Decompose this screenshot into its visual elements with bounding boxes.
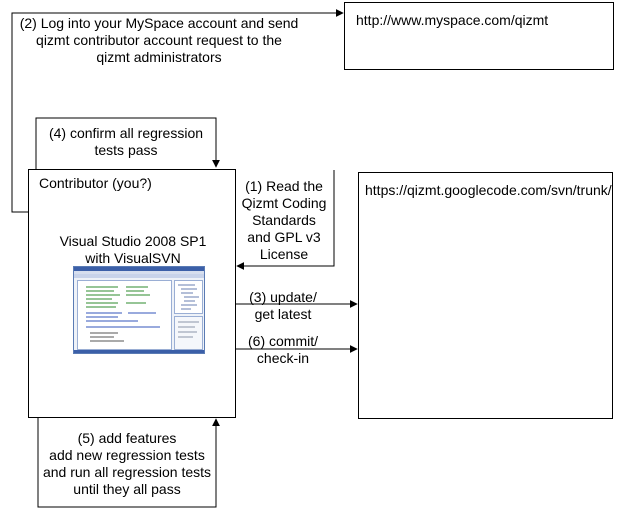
- svn-url[interactable]: https://qizmt.googlecode.com/svn/trunk/: [365, 182, 612, 198]
- myspace-url[interactable]: http://www.myspace.com/qizmt: [356, 12, 549, 28]
- step1-label: (1) Read the Qizmt Coding Standards and …: [241, 178, 327, 262]
- properties-lines-icon: [178, 321, 199, 338]
- svn-trunk-box: https://qizmt.googlecode.com/svn/trunk/: [358, 172, 613, 419]
- step5-label: (5) add features add new regression test…: [42, 430, 212, 497]
- vs-code-editor: [77, 280, 172, 350]
- arrow-step2: [11, 9, 344, 213]
- step3-label: (3) update/ get latest: [249, 289, 317, 322]
- vs-menubar: [74, 271, 204, 274]
- ide-label: Visual Studio 2008 SP1 with VisualSVN: [59, 233, 207, 266]
- vs-solution-explorer: [174, 280, 203, 314]
- vs-statusbar: [74, 350, 204, 353]
- vs-properties-panel: [174, 316, 203, 350]
- arrow-step4: [35, 117, 220, 169]
- contributor-title: Contributor (you?): [39, 175, 152, 191]
- step6-label: (6) commit/ check-in: [248, 333, 318, 366]
- step4-label: (4) confirm all regression tests pass: [48, 125, 204, 158]
- step2-label: (2) Log into your MySpace account and se…: [19, 15, 299, 65]
- vs-titlebar: [74, 267, 204, 271]
- tree-lines-icon: [178, 284, 199, 310]
- arrow-step5: [37, 417, 220, 508]
- arrow-step1: [236, 170, 335, 270]
- myspace-box: http://www.myspace.com/qizmt: [344, 2, 614, 70]
- vs-toolbar: [74, 274, 204, 278]
- code-lines-icon: [86, 286, 160, 342]
- visual-studio-screenshot: [73, 266, 205, 354]
